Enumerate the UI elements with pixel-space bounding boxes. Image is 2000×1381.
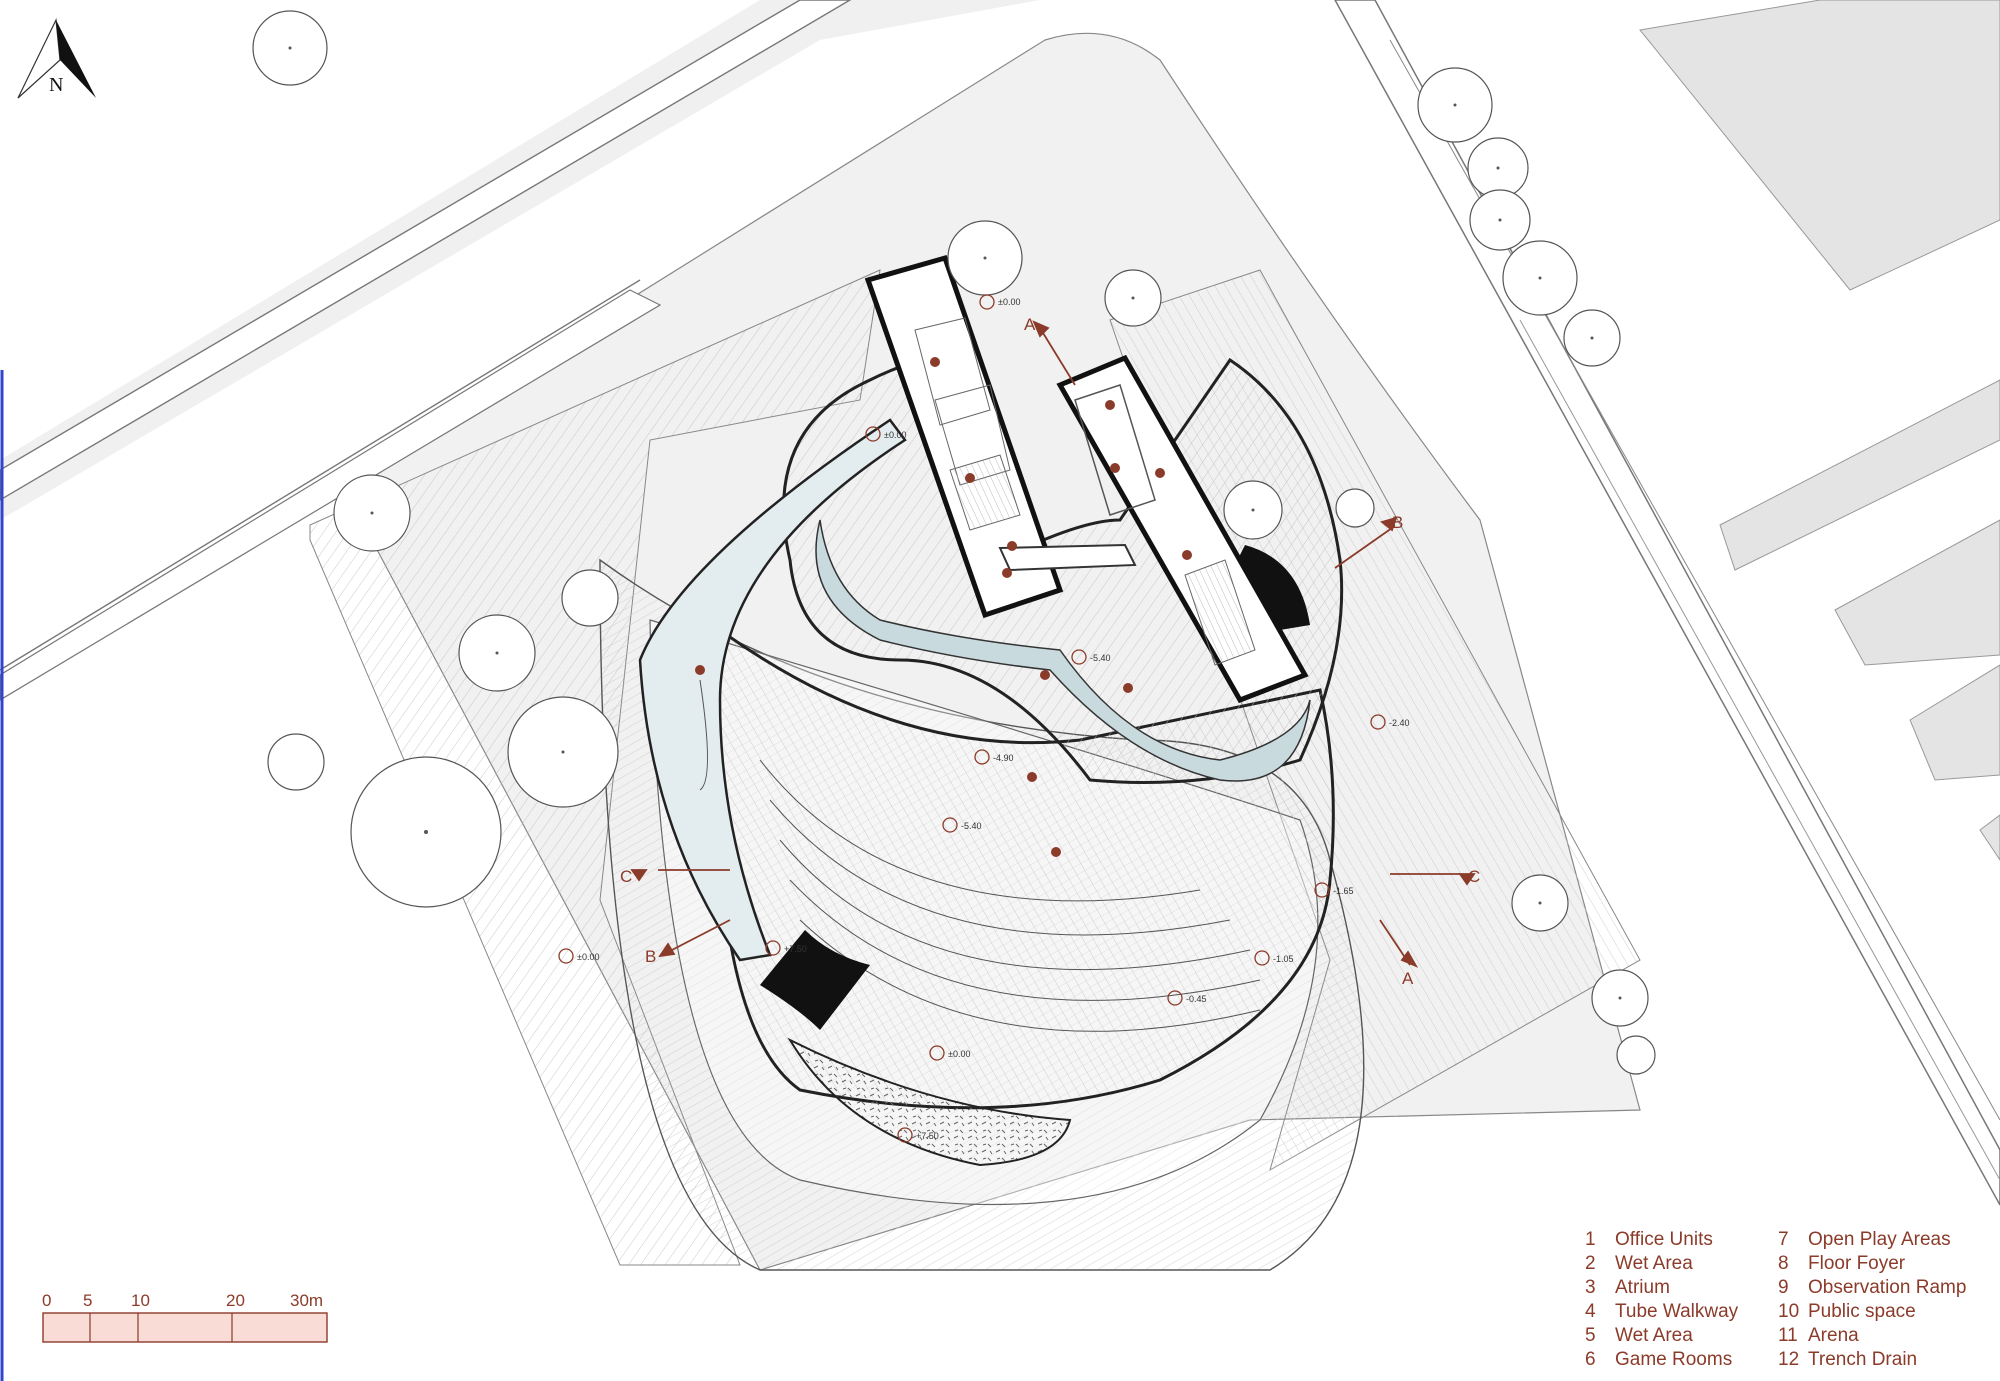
level-label: +7.50 <box>916 1131 939 1141</box>
north-label: N <box>49 74 64 96</box>
level-label: -0.45 <box>1186 994 1207 1004</box>
observation-ramp <box>638 418 907 962</box>
section-label-a: A <box>1024 315 1036 334</box>
level-label: +7.50 <box>784 944 807 954</box>
neighbour-building-2 <box>1719 379 2000 571</box>
wall-wedge-2 <box>1235 545 1310 630</box>
gravel-zone <box>787 1037 1072 1167</box>
road-strip-outer <box>0 0 852 501</box>
level-label: -1.65 <box>1333 886 1354 896</box>
scale-label: 20 <box>226 1291 245 1310</box>
level-label: -5.40 <box>961 821 982 831</box>
level-label: -2.40 <box>1389 718 1410 728</box>
scale-label: 30m <box>290 1291 324 1310</box>
wall-wedge-1 <box>760 930 870 1030</box>
scale-label: 0 <box>42 1291 52 1310</box>
level-label: -5.40 <box>1090 653 1111 663</box>
level-label: ±0.00 <box>948 1049 970 1059</box>
tree-centres <box>288 46 1622 1000</box>
section-label-a: A <box>1402 969 1414 988</box>
scale-label: 5 <box>83 1291 93 1310</box>
section-lines <box>630 320 1476 968</box>
section-label-b: B <box>1392 513 1403 532</box>
street-right <box>1334 0 2000 1206</box>
scale-bar <box>42 1312 328 1343</box>
water-channel <box>815 519 1311 782</box>
room-markers <box>695 357 1192 857</box>
road-strip-inner <box>0 289 662 701</box>
level-label: ±0.00 <box>998 297 1020 307</box>
section-label-c: C <box>620 867 632 886</box>
scale-label: 10 <box>131 1291 150 1310</box>
neighbour-building-4 <box>1909 664 2000 781</box>
level-label: -1.05 <box>1273 954 1294 964</box>
neighbour-building-3 <box>1834 519 2000 666</box>
level-label: -4.90 <box>993 753 1014 763</box>
tube-walkway <box>998 543 1137 572</box>
level-label: ±0.00 <box>884 430 906 440</box>
north-arrow-icon <box>17 17 96 99</box>
trees <box>252 10 1656 1075</box>
level-markers <box>558 294 1386 1143</box>
neighbour-building-1 <box>1639 0 2000 291</box>
level-label: ±0.00 <box>577 952 599 962</box>
section-label-c: C <box>1468 867 1480 886</box>
neighbour-building-5 <box>1979 814 2000 861</box>
section-label-b: B <box>645 947 656 966</box>
building-block-2 <box>1056 354 1309 704</box>
